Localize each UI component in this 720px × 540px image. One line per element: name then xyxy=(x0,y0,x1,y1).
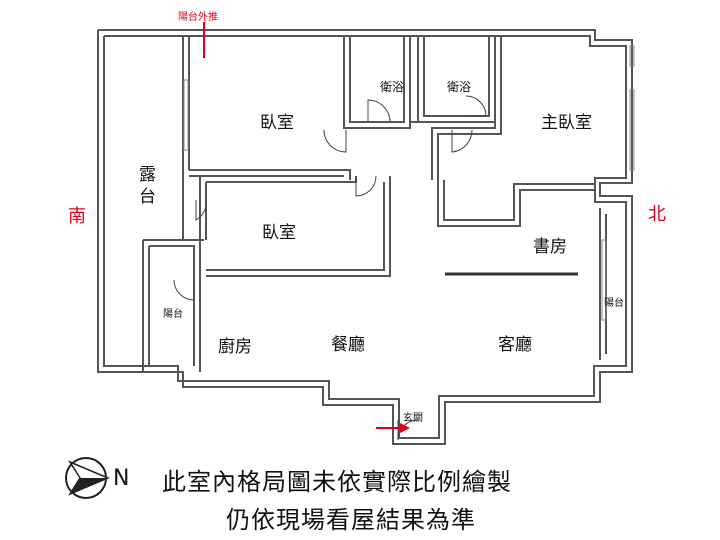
disclaimer-line-2: 仍依現場看屋結果為準 xyxy=(226,506,476,534)
room-label-study: 書房 xyxy=(533,237,567,257)
entrance-arrow-head xyxy=(400,423,410,433)
room-label-entrance: 玄關 xyxy=(403,413,423,424)
room-label-bedroom-middle: 臥室 xyxy=(262,223,296,243)
room-label-master-bedroom: 主臥室 xyxy=(541,113,592,133)
door-swing xyxy=(173,279,195,301)
window xyxy=(629,45,635,67)
door-swing xyxy=(355,175,377,197)
window xyxy=(183,79,189,151)
door-swing xyxy=(195,199,207,221)
balcony-extension-note: 陽台外推 xyxy=(178,12,218,23)
room-label-balcony-right: 陽台 xyxy=(604,298,624,309)
room-label-kitchen: 廚房 xyxy=(218,337,252,357)
room-label-dining: 餐廳 xyxy=(331,335,365,355)
door-swing xyxy=(323,129,347,153)
door-swing xyxy=(465,95,487,117)
direction-south: 南 xyxy=(68,206,86,227)
room-label-bathroom-left: 衛浴 xyxy=(380,80,405,94)
direction-north: 北 xyxy=(648,204,666,225)
room-label-bathroom-right: 衛浴 xyxy=(447,80,472,94)
room-label-terrace: 露台 xyxy=(139,165,156,207)
window xyxy=(601,239,607,321)
outer-wall-inner xyxy=(103,35,627,439)
room-label-balcony-left: 陽台 xyxy=(163,309,183,320)
door-swing xyxy=(367,99,391,123)
room-label-bedroom-upper: 臥室 xyxy=(260,113,294,133)
outer-wall xyxy=(97,29,633,445)
compass-north-label: N xyxy=(113,466,130,491)
disclaimer-line-1: 此室內格局圖未依實際比例繪製 xyxy=(162,468,512,496)
room-label-living: 客廳 xyxy=(498,335,532,355)
compass-icon xyxy=(65,457,110,499)
door-swing xyxy=(451,129,473,153)
window xyxy=(629,89,635,171)
